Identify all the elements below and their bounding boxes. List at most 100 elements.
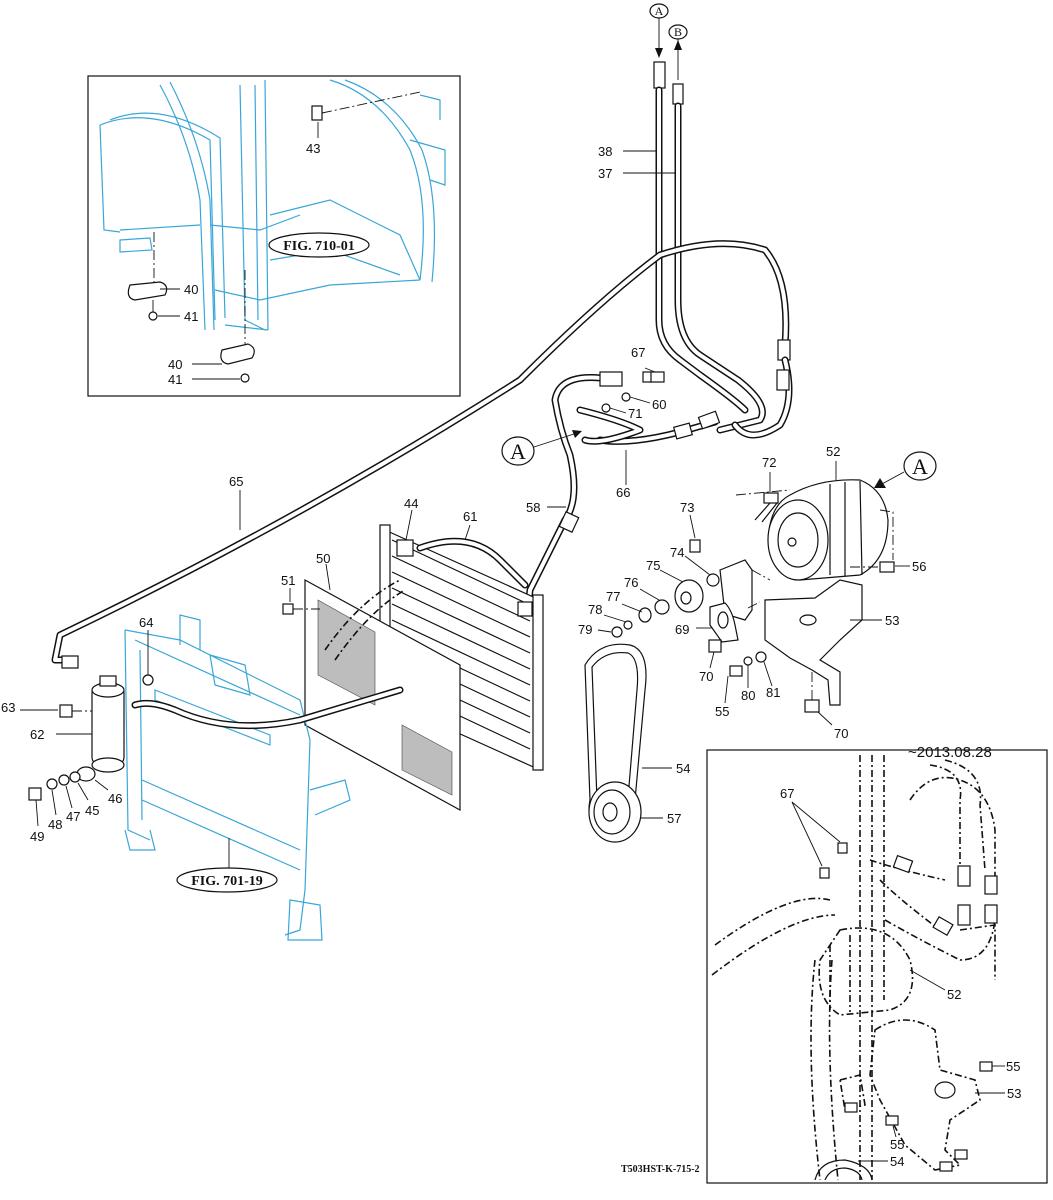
washer-48 [46,778,58,790]
inset-date-label: ~2013.08.28 [908,744,992,761]
part-label-70-upper: 70 [699,669,713,684]
washer-81 [755,651,767,663]
bolt-64 [142,674,154,686]
fig-710-01-reference: FIG. 710-01 [268,232,370,258]
connector-a-mid: A [501,430,582,466]
part-label-71: 71 [628,406,642,421]
part-label-40-upper: 40 [184,282,198,297]
washer-78 [623,620,633,630]
part-label-51: 51 [281,573,295,588]
idler-pulley-75 [674,579,704,613]
bolt-73 [689,539,701,553]
cab-inset-panel: 43 40 41 40 41 FIG. 710-01 [87,75,461,397]
part-label-56: 56 [912,559,926,574]
part-label-63: 63 [1,700,15,715]
connector-a-compressor: A [874,451,937,488]
bolt-67 [642,371,665,383]
bolt-72 [754,492,779,523]
connector-a-top: A [649,3,669,58]
part-label-41-upper: 41 [184,309,198,324]
part-label-54: 54 [676,761,690,776]
part-label-79: 79 [578,622,592,637]
part-label-43: 43 [306,141,320,156]
bolt-51 [282,603,320,615]
snap-ring-77 [638,607,652,623]
connector-b-top: B [668,24,688,80]
part-label-76: 76 [624,575,638,590]
inset-part-label-52: 52 [947,987,961,1002]
part-label-46: 46 [108,791,122,806]
inset-part-label-55-upper: 55 [1006,1059,1020,1074]
bracket-69 [709,602,739,643]
washer-47 [58,774,70,786]
part-label-67: 67 [631,345,645,360]
inset-part-label-55-lower: 55 [890,1137,904,1152]
hose-receiver-condenser [131,686,404,730]
bolt-70-lower [804,672,820,713]
connector-b-top-letter: B [674,25,682,39]
part-label-66: 66 [616,485,630,500]
connector-a-compressor-letter: A [912,454,928,479]
washer-71 [601,403,611,413]
part-label-45: 45 [85,803,99,818]
bolt-56 [850,561,895,573]
bolt-70-upper [708,639,722,653]
part-label-47: 47 [66,809,80,824]
radiator-support-frame [124,614,351,941]
inset-bracket-lower [220,270,255,383]
bolt-63 [59,704,92,718]
part-label-53: 53 [885,613,899,628]
hose-58 [516,371,644,764]
inset-part-label-54: 54 [890,1154,904,1169]
inset-bolt-43 [311,91,421,121]
compressor-52 [735,479,894,581]
bracket-53 [719,559,863,706]
part-label-64: 64 [139,615,153,630]
part-label-69: 69 [675,622,689,637]
hose-37 [672,83,766,434]
part-label-57: 57 [667,811,681,826]
bolt-55 [729,665,743,677]
part-label-62: 62 [30,727,44,742]
document-code: T503HST-K-715-2 [621,1164,700,1175]
pulley-57 [588,781,642,843]
part-label-80: 80 [741,688,755,703]
washer-80 [743,656,753,666]
part-label-55: 55 [715,704,729,719]
part-label-60: 60 [652,397,666,412]
part-label-44: 44 [404,496,418,511]
part-label-37: 37 [598,166,612,181]
part-label-65: 65 [229,474,243,489]
inset-part-label-53: 53 [1007,1086,1021,1101]
connector-a-top-letter: A [655,4,664,18]
part-label-40-lower: 40 [168,357,182,372]
part-label-72: 72 [762,455,776,470]
washer-60 [621,392,631,402]
part-label-49: 49 [30,829,44,844]
bolt-49 [28,787,42,801]
fig-701-19-label: FIG. 701-19 [191,874,263,889]
part-label-48: 48 [48,817,62,832]
washer-45 [69,771,81,783]
hose-38 [653,61,749,414]
part-label-73: 73 [680,500,694,515]
part-label-52: 52 [826,444,840,459]
part-label-74: 74 [670,545,684,560]
part-label-38: 38 [598,144,612,159]
part-label-78: 78 [588,602,602,617]
part-label-58: 58 [526,500,540,515]
revision-inset-panel: ~2013.08.28 [706,744,1048,1184]
connector-a-mid-letter: A [510,439,526,464]
fig-710-01-label: FIG. 710-01 [283,239,355,254]
part-label-77: 77 [606,589,620,604]
nut-79 [611,626,623,638]
hose-65 [51,240,793,669]
part-label-61: 61 [463,509,477,524]
part-label-70-lower: 70 [834,726,848,741]
part-label-75: 75 [646,558,660,573]
part-label-81: 81 [766,685,780,700]
part-label-41-lower: 41 [168,372,182,387]
bearing-76 [654,599,670,615]
fig-701-19-reference: FIG. 701-19 [176,867,278,893]
